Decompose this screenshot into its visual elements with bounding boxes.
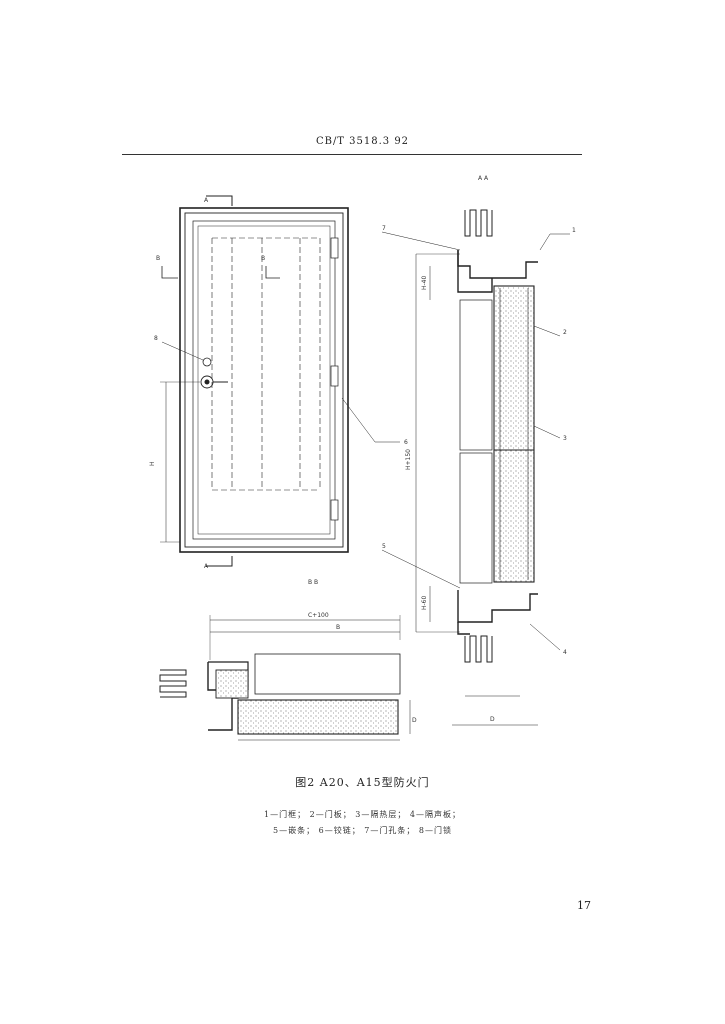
figure-caption: 图2 A20、A15型防火门 — [295, 776, 430, 789]
elevation-marker-a-top: A — [204, 197, 209, 204]
door-elevation — [160, 195, 400, 567]
callout-8: 8 — [154, 335, 158, 342]
fire-door-technical-drawing: A A B B 8 6 H — [149, 175, 576, 741]
dim-d-bb: D — [412, 717, 417, 724]
dim-h-minus-40: H-40 — [421, 276, 428, 290]
callout-6: 6 — [404, 439, 408, 446]
section-a-a — [381, 209, 570, 726]
legend-line-1: 1—门框； 2—门板； 3—隔热层； 4—隔声板； — [264, 810, 461, 819]
standard-code-header: CB/T 3518.3 92 — [315, 136, 410, 147]
callout-3: 3 — [563, 435, 567, 442]
elevation-marker-b-right: B — [261, 255, 265, 262]
elevation-marker-a-bottom: A — [204, 563, 209, 570]
callout-4: 4 — [563, 649, 567, 656]
callout-5: 5 — [382, 543, 386, 550]
callout-7: 7 — [382, 225, 386, 232]
callout-1: 1 — [572, 227, 576, 234]
header-rule — [122, 154, 582, 155]
dim-c-plus-100: C+100 — [308, 612, 329, 619]
section-label-aa: A A — [478, 175, 489, 182]
section-label-bb: B B — [308, 579, 318, 586]
callout-2: 2 — [563, 329, 567, 336]
page-number: 17 — [577, 899, 591, 912]
dim-b: B — [336, 624, 340, 631]
legend-line-2: 5—嵌条； 6—铰链； 7—门孔条； 8—门锁 — [273, 826, 452, 835]
dim-d-aa: D — [490, 716, 495, 723]
dim-h-minus-60: H-60 — [421, 596, 428, 610]
dim-h-plus-150: H+150 — [405, 449, 412, 470]
dim-h: H — [149, 461, 156, 466]
section-b-b — [159, 615, 411, 741]
elevation-marker-b-left: B — [156, 255, 160, 262]
